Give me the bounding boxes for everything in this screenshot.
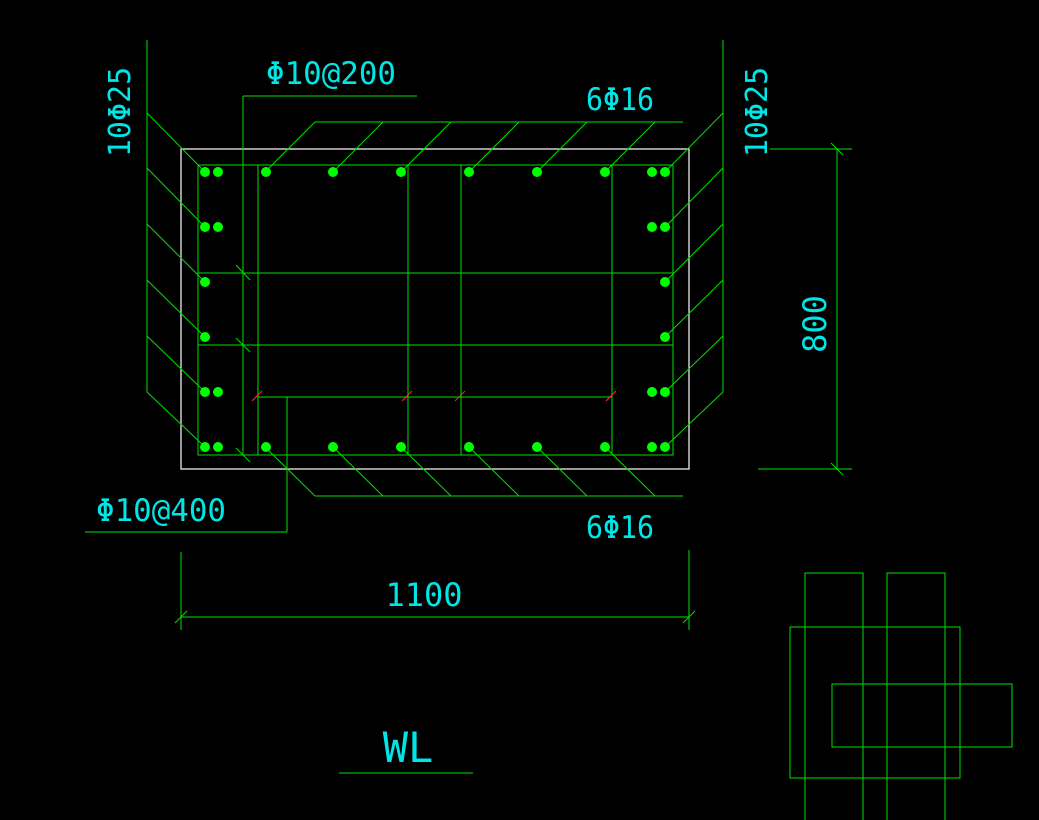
rebar-dot: [660, 332, 670, 342]
rebar-dot: [647, 442, 657, 452]
bottom-leaders: [85, 397, 683, 533]
bottom-tie-label: Φ10@400: [96, 493, 226, 529]
rebar-dot: [600, 167, 610, 177]
rebar-dot: [213, 442, 223, 452]
left-longitudinal-label: 10Φ25: [103, 67, 138, 157]
rebar-dot: [464, 167, 474, 177]
rebar-dot: [647, 222, 657, 232]
rebar-dot: [261, 442, 271, 452]
rebar-dot: [660, 387, 670, 397]
top-stirrup-label: Φ10@200: [266, 56, 396, 92]
rebar-dot: [647, 167, 657, 177]
rebar-dot: [213, 167, 223, 177]
rebar-dot: [200, 332, 210, 342]
rebar-dot: [328, 442, 338, 452]
rebar-dot: [200, 222, 210, 232]
bottom-bars-label: 6Φ16: [586, 510, 654, 546]
height-dimension: [758, 142, 852, 476]
width-dimension-label: 1100: [385, 576, 462, 614]
red-ticks: [251, 390, 617, 402]
right-longitudinal-label: 10Φ25: [740, 67, 775, 157]
rebar-dot: [532, 167, 542, 177]
rebar-dot: [660, 442, 670, 452]
height-dimension-label: 800: [796, 295, 834, 353]
rebar-dot: [660, 277, 670, 287]
top-bars-label: 6Φ16: [586, 82, 654, 118]
left-leaders: [146, 40, 206, 448]
top-leaders: [243, 95, 683, 173]
rebar-dot: [200, 167, 210, 177]
rebar-dot: [396, 167, 406, 177]
rebar-dot: [213, 387, 223, 397]
rebar-dots: [200, 167, 670, 452]
rebar-dot: [600, 442, 610, 452]
rebar-dot: [396, 442, 406, 452]
rebar-dot: [200, 387, 210, 397]
section-outline: [180, 148, 690, 470]
rebar-dot: [261, 167, 271, 177]
rebar-dot: [200, 442, 210, 452]
rebar-dot: [660, 167, 670, 177]
width-dimension: [174, 550, 696, 630]
right-leaders: [664, 40, 724, 448]
section-title: WL: [383, 723, 434, 772]
rebar-dot: [660, 222, 670, 232]
rebar-dot: [213, 222, 223, 232]
stirrup-framework: [197, 96, 674, 463]
rebar-dot: [647, 387, 657, 397]
rebar-dot: [200, 277, 210, 287]
rebar-dot: [328, 167, 338, 177]
partial-plan-view: [789, 572, 1013, 820]
rebar-dot: [464, 442, 474, 452]
rebar-dot: [532, 442, 542, 452]
